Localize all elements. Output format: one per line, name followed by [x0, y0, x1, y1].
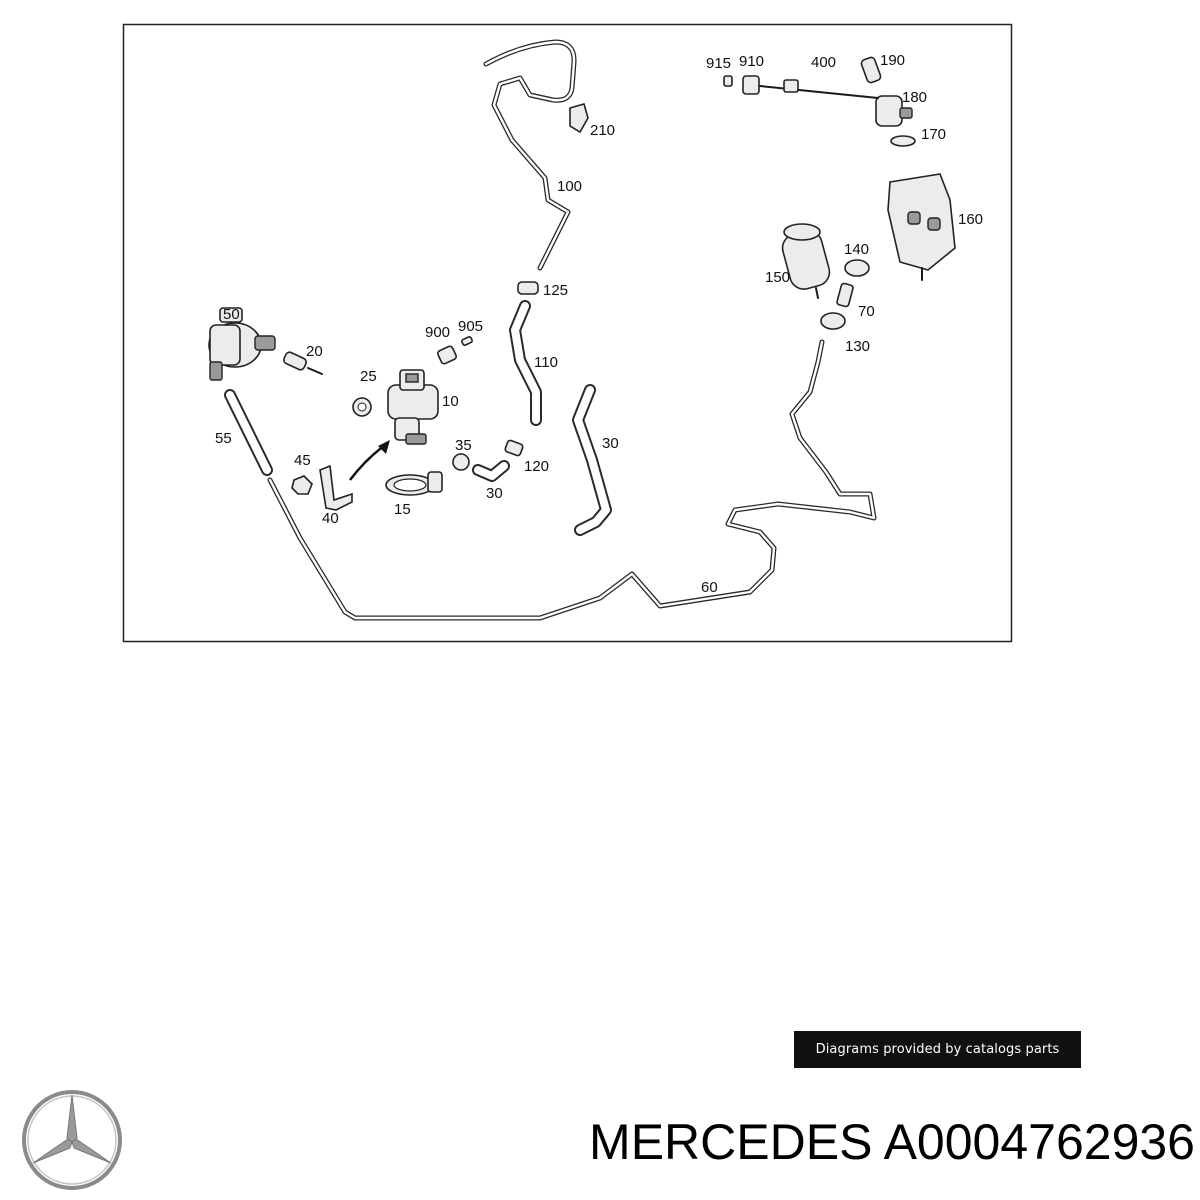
mercedes-star-logo-icon: [22, 1090, 122, 1190]
part-10-valve: [387, 369, 439, 445]
part-70-sleeve: [836, 282, 854, 308]
callout-25: 25: [360, 368, 377, 385]
part-50-valve: [208, 307, 276, 381]
callout-915: 915: [706, 55, 731, 72]
part-number: A0004762936: [883, 1114, 1195, 1170]
callout-40: 40: [322, 510, 339, 527]
callout-400: 400: [811, 54, 836, 71]
callout-130: 130: [845, 338, 870, 355]
assembly-arrow-icon: [349, 440, 390, 481]
part-110-hose: [509, 300, 542, 426]
part-title: MERCEDES A0004762936: [405, 1112, 1195, 1172]
callout-170: 170: [921, 126, 946, 143]
callout-125: 125: [543, 282, 568, 299]
part-20-connector: [283, 351, 323, 375]
part-210-clip: [569, 103, 589, 134]
part-55-hose: [224, 389, 273, 476]
part-15-clamp: [385, 471, 443, 496]
callout-50: 50: [223, 306, 240, 323]
part-910-connector: [742, 75, 760, 95]
part-45-nut: [291, 475, 313, 495]
callout-910: 910: [739, 53, 764, 70]
callout-110: 110: [534, 354, 558, 371]
callout-55: 55: [215, 430, 232, 447]
diagram-credit-label: Diagrams provided by catalogs parts: [794, 1031, 1081, 1068]
part-900-plug: [436, 345, 458, 365]
part-160-canister: [887, 173, 956, 281]
part-30-elbow-left: [472, 460, 510, 482]
callout-905: 905: [458, 318, 483, 335]
callout-140: 140: [844, 241, 869, 258]
callout-210: 210: [590, 122, 615, 139]
part-180-valve: [875, 95, 913, 127]
part-40-bracket: [319, 464, 353, 511]
part-150-filter: [781, 223, 831, 299]
callout-190: 190: [880, 52, 905, 69]
callout-70: 70: [858, 303, 875, 320]
part-905-pin: [461, 336, 473, 346]
part-100-tube: [483, 39, 577, 271]
part-30-hose-right: [572, 384, 612, 536]
part-125-clip: [517, 281, 539, 295]
callout-120: 120: [524, 458, 549, 475]
callout-20: 20: [306, 343, 323, 360]
callout-160: 160: [958, 211, 983, 228]
part-35-clip: [452, 453, 470, 471]
callout-150: 150: [765, 269, 790, 286]
callout-30b: 30: [486, 485, 503, 502]
brand-name: MERCEDES: [589, 1114, 873, 1170]
part-25-clip: [352, 397, 372, 417]
part-130-clip: [820, 312, 846, 330]
part-120-sleeve: [504, 439, 524, 457]
callout-15: 15: [394, 501, 411, 518]
callout-60: 60: [701, 579, 718, 596]
callout-labels: 915 910 400 190 180 170 160 210 100 125 …: [215, 52, 983, 596]
callout-180: 180: [902, 89, 927, 106]
part-170-seal: [890, 135, 916, 147]
part-400-cable: [759, 79, 879, 99]
callout-35: 35: [455, 437, 472, 454]
part-915-pin: [723, 75, 733, 87]
part-60-tube: [267, 339, 877, 621]
diagram-frame: [122, 23, 1013, 643]
part-140-clip: [844, 259, 870, 277]
callout-10: 10: [442, 393, 459, 410]
callout-900: 900: [425, 324, 450, 341]
part-190-plug: [860, 56, 882, 84]
callout-45: 45: [294, 452, 311, 469]
callout-30a: 30: [602, 435, 619, 452]
callout-100: 100: [557, 178, 582, 195]
